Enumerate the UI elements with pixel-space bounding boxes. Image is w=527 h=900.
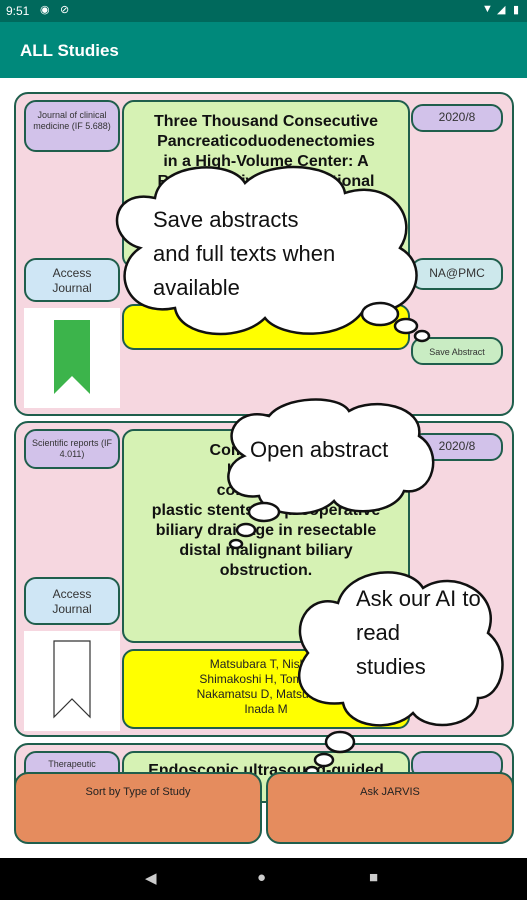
bookmark-filled-icon — [54, 320, 90, 394]
thought-cloud-shape — [227, 398, 435, 550]
signal-icon: ◢ — [497, 4, 506, 16]
access-journal-button[interactable]: Access Journal — [24, 577, 120, 625]
journal-badge: Journal of clinical medicine (IF 5.688) — [24, 100, 120, 152]
home-icon[interactable]: ● — [257, 869, 267, 886]
bookmark-toggle[interactable] — [24, 308, 120, 408]
tip-line: studies — [356, 654, 426, 679]
privacy-icon: ⊘ — [60, 4, 70, 16]
sort-by-type-button[interactable]: Sort by Type of Study — [14, 772, 262, 844]
access-label: Journal — [52, 281, 92, 295]
author-line: Inada M — [244, 702, 288, 716]
access-label: Access — [52, 587, 92, 601]
bookmark-toggle[interactable] — [24, 631, 120, 731]
wifi-icon: ▼ — [482, 3, 493, 15]
availability-badge[interactable]: NA@PMC — [411, 258, 503, 290]
publish-date: 2020/8 — [411, 104, 503, 132]
access-label: Journal — [52, 602, 92, 616]
title-line: obstruction. — [219, 562, 313, 579]
app-bar: ALL Studies — [0, 22, 527, 78]
access-label: Access — [52, 266, 92, 280]
system-nav-bar: ◀ ● ■ — [0, 858, 527, 900]
title-line: biliary drainage in resectable — [155, 522, 377, 539]
ai-tip-text: Ask our AI to read studies — [356, 582, 481, 684]
tip-line: Ask our AI to — [356, 586, 481, 611]
title-line: in a High-Volume Center: A — [163, 153, 369, 170]
access-journal-button[interactable]: Access Journal — [24, 258, 120, 302]
open-tip-callout: Open abstract — [214, 396, 444, 554]
author-line: Nakamatsu D, Matsumoto — [196, 687, 336, 701]
author-line: Matsubara T, Nishida — [209, 657, 323, 671]
save-abstract-button[interactable]: Save Abstract — [411, 337, 503, 365]
recents-icon[interactable]: ■ — [369, 869, 379, 886]
title-line: Three Thousand Consecutive — [153, 113, 379, 130]
back-icon[interactable]: ◀ — [145, 870, 157, 887]
status-bar: 9:51 ◉ ⊘ ▼ ◢ ▮ — [0, 0, 527, 22]
page-title: ALL Studies — [20, 41, 119, 60]
tip-line: read — [356, 620, 401, 645]
status-time: 9:51 — [6, 4, 30, 18]
title-line: distal malignant biliary — [179, 542, 353, 559]
tip-line: available — [153, 275, 240, 300]
thought-cloud-shape — [115, 165, 431, 343]
battery-icon: ▮ — [513, 4, 520, 16]
notification-icon: ◉ — [40, 4, 50, 16]
save-tip-text: Save abstracts and full texts when avail… — [153, 203, 335, 305]
title-line: Pancreaticoduodenectomies — [157, 133, 375, 150]
tip-line: Save abstracts — [153, 207, 299, 232]
ai-tip-callout: Ask our AI to read studies — [288, 568, 508, 778]
ask-jarvis-button[interactable]: Ask JARVIS — [266, 772, 514, 844]
open-tip-text: Open abstract — [250, 437, 389, 462]
tip-line: and full texts when — [153, 241, 336, 266]
journal-badge: Scientific reports (IF 4.011) — [24, 429, 120, 469]
bookmark-outline-icon — [53, 640, 91, 719]
save-tip-callout: Save abstracts and full texts when avail… — [100, 158, 435, 348]
